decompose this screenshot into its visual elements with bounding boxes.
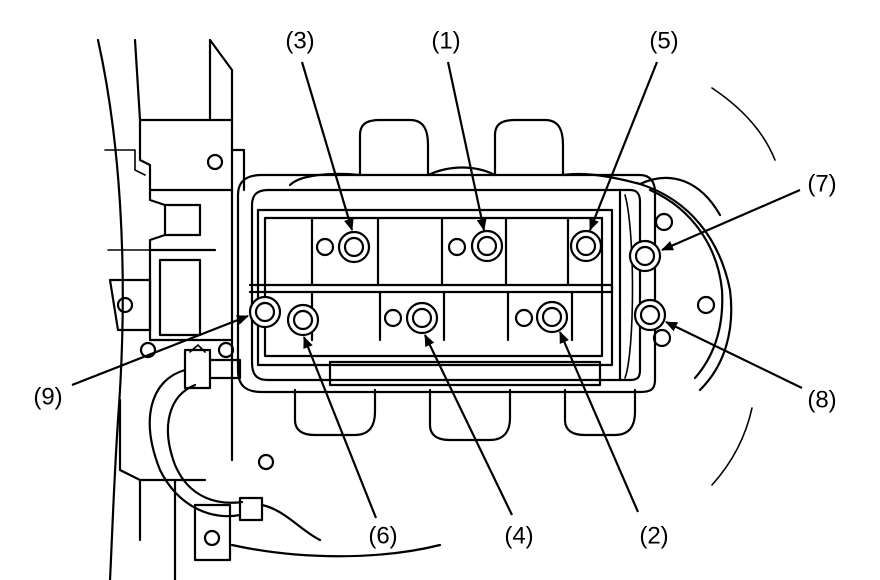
callout-label-4: (4): [504, 522, 533, 549]
dowel-holes: [315, 212, 716, 348]
bolt-8: [633, 298, 667, 332]
engine-block-left: [96, 38, 442, 580]
bolt-2: [535, 300, 569, 334]
arrow-9: [71, 314, 249, 387]
manifold-body: [236, 173, 657, 394]
timing-cover-right: [638, 87, 776, 486]
arrow-5: [588, 61, 659, 231]
arrow-4: [424, 334, 513, 516]
arrow-7: [661, 188, 801, 252]
arrow-3: [300, 61, 354, 231]
bolt-5: [569, 229, 603, 263]
bolt-4: [405, 301, 439, 335]
callout-label-9: (9): [33, 383, 62, 410]
bolt-6: [286, 303, 320, 337]
arrow-8: [665, 321, 803, 389]
intake-runners-bottom: [293, 388, 637, 442]
callout-label-3: (3): [285, 27, 314, 54]
callout-label-8: (8): [807, 386, 836, 413]
callout-label-7: (7): [807, 170, 836, 197]
bolts: [248, 229, 667, 337]
callout-label-5: (5): [649, 27, 678, 54]
bolt-9: [248, 295, 282, 329]
callout-label-1: (1): [431, 27, 460, 54]
callout-labels: (1) (2) (3) (4) (5) (6) (7) (8) (9): [33, 27, 836, 549]
arrow-1: [446, 61, 487, 231]
leader-arrows: [71, 61, 803, 519]
arrow-6: [302, 336, 378, 519]
arrow-2: [558, 331, 640, 513]
bolt-3: [337, 230, 371, 264]
bolt-1: [470, 229, 504, 263]
callout-label-6: (6): [368, 522, 397, 549]
bolt-7: [628, 239, 662, 273]
callout-label-2: (2): [639, 522, 668, 549]
coolant-hose: [148, 344, 322, 542]
